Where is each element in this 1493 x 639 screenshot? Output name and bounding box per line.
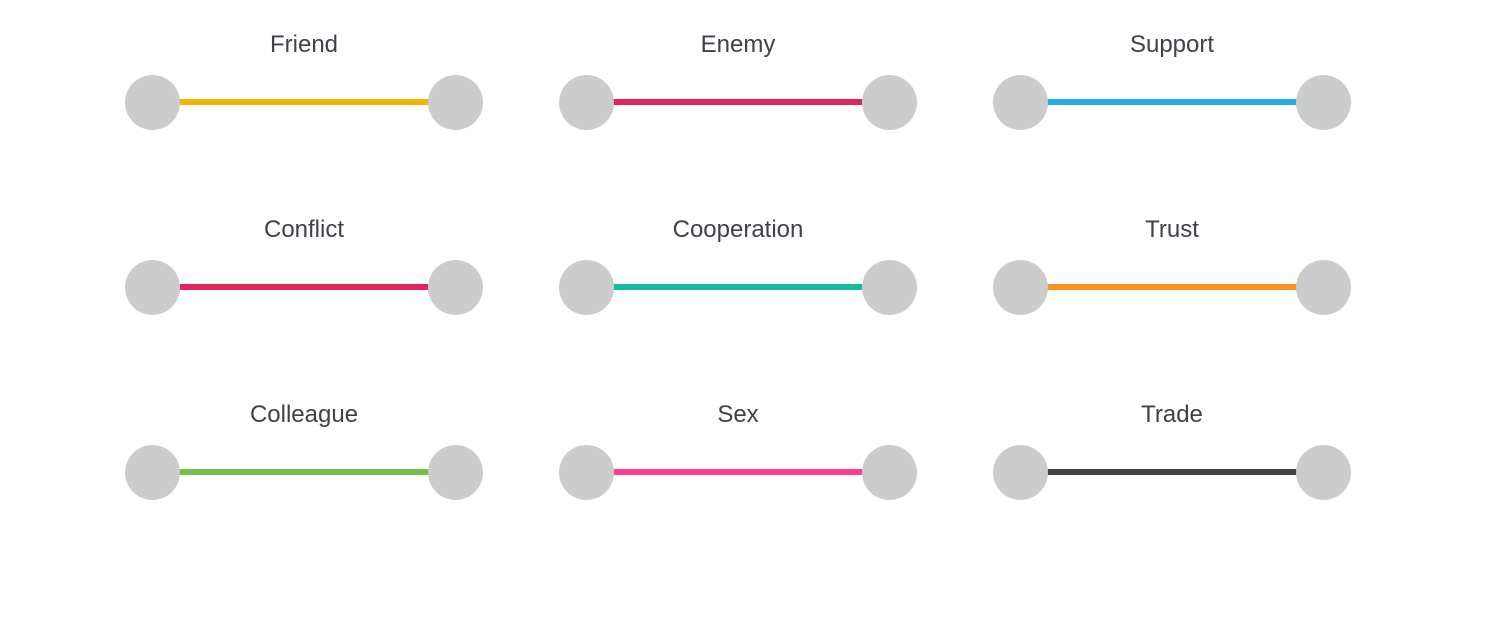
legend-item-trust: Trust	[993, 215, 1351, 315]
node-circle	[125, 444, 180, 500]
legend-item-friend: Friend	[125, 30, 483, 130]
edge-line	[152, 99, 456, 105]
edge-line	[152, 284, 456, 290]
node-circle	[559, 444, 614, 500]
legend-item-sex: Sex	[559, 400, 917, 500]
node-circle	[862, 74, 917, 130]
legend-item-label: Trust	[1145, 216, 1199, 243]
node-circle	[993, 74, 1048, 130]
edge-glyph	[993, 259, 1351, 315]
edge-glyph	[993, 74, 1351, 130]
edge-line	[1020, 469, 1324, 475]
legend-item-label: Enemy	[700, 31, 776, 58]
edge-line	[586, 99, 890, 105]
legend-grid: Friend Enemy Support Confl	[125, 30, 1351, 500]
edge-line	[586, 284, 890, 290]
node-circle	[993, 259, 1048, 315]
edge-glyph	[125, 259, 483, 315]
legend-item-label: Trade	[1141, 401, 1203, 428]
edge-glyph	[559, 444, 917, 500]
node-circle	[559, 74, 614, 130]
edge-line	[586, 469, 890, 475]
legend-item-colleague: Colleague	[125, 400, 483, 500]
legend-item-label: Cooperation	[672, 216, 804, 243]
node-circle	[1296, 74, 1351, 130]
legend-item-label: Colleague	[249, 401, 359, 428]
legend-item-label: Sex	[717, 401, 759, 428]
legend-item-support: Support	[993, 30, 1351, 130]
node-circle	[125, 74, 180, 130]
edge-glyph	[125, 444, 483, 500]
node-circle	[559, 259, 614, 315]
legend-item-trade: Trade	[993, 400, 1351, 500]
edge-line	[1020, 284, 1324, 290]
node-circle	[428, 259, 483, 315]
legend-item-label: Support	[1129, 31, 1215, 58]
node-circle	[993, 444, 1048, 500]
edge-glyph	[559, 259, 917, 315]
edge-glyph	[993, 444, 1351, 500]
legend-item-enemy: Enemy	[559, 30, 917, 130]
node-circle	[428, 74, 483, 130]
edge-glyph	[559, 74, 917, 130]
node-circle	[1296, 444, 1351, 500]
node-circle	[862, 444, 917, 500]
edge-glyph	[125, 74, 483, 130]
legend-item-cooperation: Cooperation	[559, 215, 917, 315]
legend-item-label: Conflict	[263, 216, 345, 243]
legend-item-conflict: Conflict	[125, 215, 483, 315]
node-circle	[125, 259, 180, 315]
node-circle	[1296, 259, 1351, 315]
node-circle	[862, 259, 917, 315]
node-circle	[428, 444, 483, 500]
legend-item-label: Friend	[269, 31, 339, 58]
edge-line	[152, 469, 456, 475]
edge-line	[1020, 99, 1324, 105]
